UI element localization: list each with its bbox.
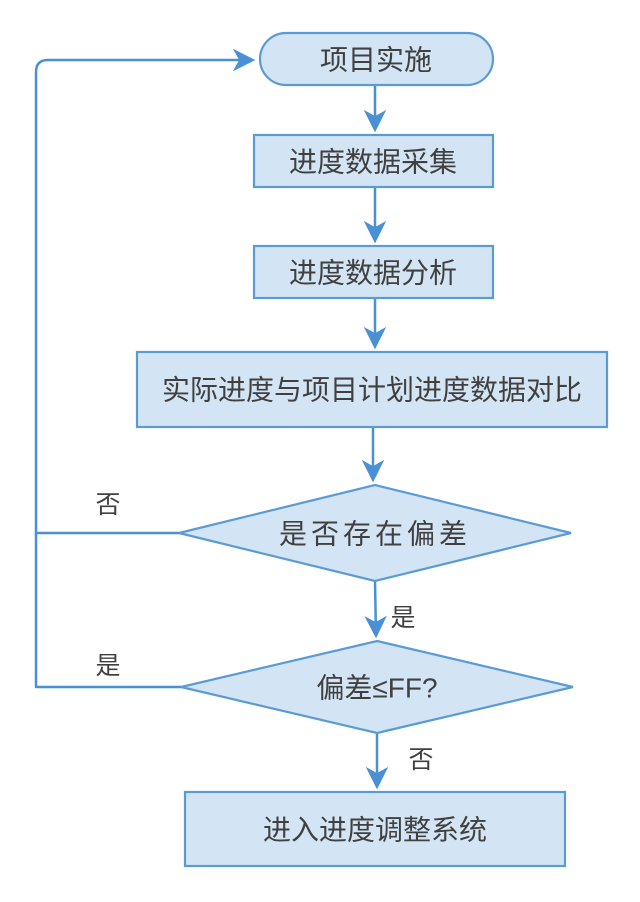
node-label-deviation: 是否存在偏差	[279, 519, 471, 550]
decision-shape	[178, 483, 572, 583]
node-label-compare: 实际进度与项目计划进度数据对比	[162, 375, 582, 406]
process-shape	[135, 350, 609, 429]
process-shape	[252, 244, 495, 300]
node-progress-comparison: 实际进度与项目计划进度数据对比	[135, 350, 609, 429]
node-progress-data-analysis: 进度数据分析	[252, 244, 495, 300]
node-label-analyze: 进度数据分析	[289, 258, 457, 289]
node-project-implementation: 项目实施	[258, 31, 495, 87]
node-progress-data-collection: 进度数据采集	[252, 133, 495, 189]
node-enter-adjustment-system: 进入进度调整系统	[183, 790, 567, 868]
node-label-start: 项目实施	[320, 45, 432, 76]
decision-deviation-within-ff: 偏差≤FF?	[180, 639, 574, 735]
edge-label-deviation-no: 否	[95, 491, 120, 519]
edge-label-deviation-yes: 是	[390, 604, 415, 632]
edge-loop-back-to-start	[34, 48, 256, 689]
edge-label-ff-yes: 是	[95, 652, 120, 680]
decision-deviation-exists: 是否存在偏差	[178, 483, 572, 583]
node-label-adjust: 进入进度调整系统	[263, 815, 487, 846]
node-label-collect: 进度数据采集	[289, 147, 457, 178]
edge-deviation-to-ff	[364, 580, 387, 639]
terminator-shape	[258, 31, 495, 87]
decision-shape	[180, 639, 574, 735]
node-label-within-ff: 偏差≤FF?	[316, 673, 437, 704]
edge-label-ff-no: 否	[408, 746, 433, 774]
process-shape	[183, 790, 567, 868]
process-shape	[252, 133, 495, 189]
